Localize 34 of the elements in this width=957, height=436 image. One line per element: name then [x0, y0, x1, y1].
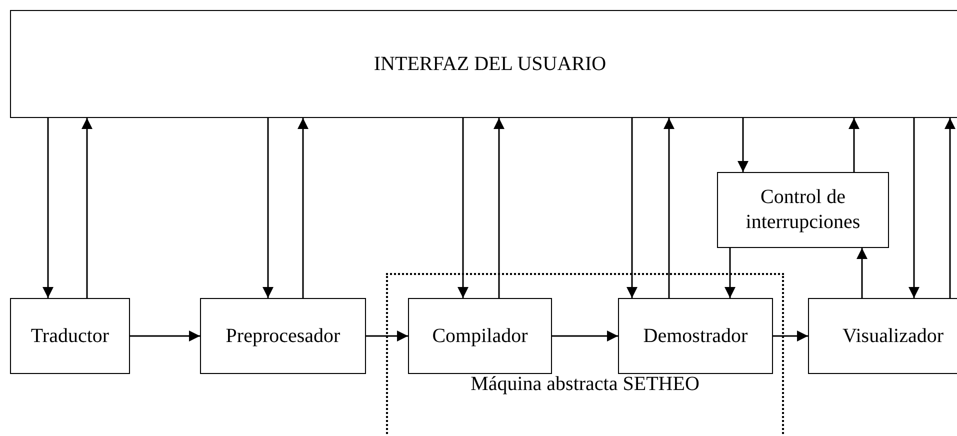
arrow [664, 118, 674, 298]
interface-box [10, 10, 957, 118]
arrow [848, 118, 860, 172]
arrow [82, 118, 92, 298]
arrow [724, 248, 736, 298]
arrow [494, 118, 504, 298]
box-label: Demostrador [643, 324, 748, 348]
arrow [262, 118, 274, 298]
process-box [808, 298, 957, 374]
arrow [944, 118, 956, 298]
group-label: Máquina abstracta SETHEO [470, 372, 700, 397]
process-box [717, 172, 889, 248]
box-label: INTERFAZ DEL USUARIO [374, 52, 606, 76]
arrow [856, 248, 868, 298]
box-label: Compilador [432, 324, 528, 348]
process-box [10, 298, 130, 374]
box-label: Traductor [30, 324, 110, 348]
arrow [298, 118, 308, 298]
arrow [42, 118, 54, 298]
arrow [738, 118, 748, 172]
arrow [458, 118, 468, 298]
arrow [366, 330, 408, 342]
arrow [552, 330, 618, 342]
arrow [130, 330, 200, 342]
box-label: Visualizador [842, 324, 944, 348]
group-box [386, 273, 784, 436]
process-box [618, 298, 773, 374]
arrow [908, 118, 920, 298]
arrow [773, 330, 808, 342]
box-label: Preprocesador [226, 324, 340, 348]
process-box [408, 298, 552, 374]
box-label: Control de interrupciones [744, 185, 862, 235]
arrow [626, 118, 638, 298]
process-box [200, 298, 366, 374]
